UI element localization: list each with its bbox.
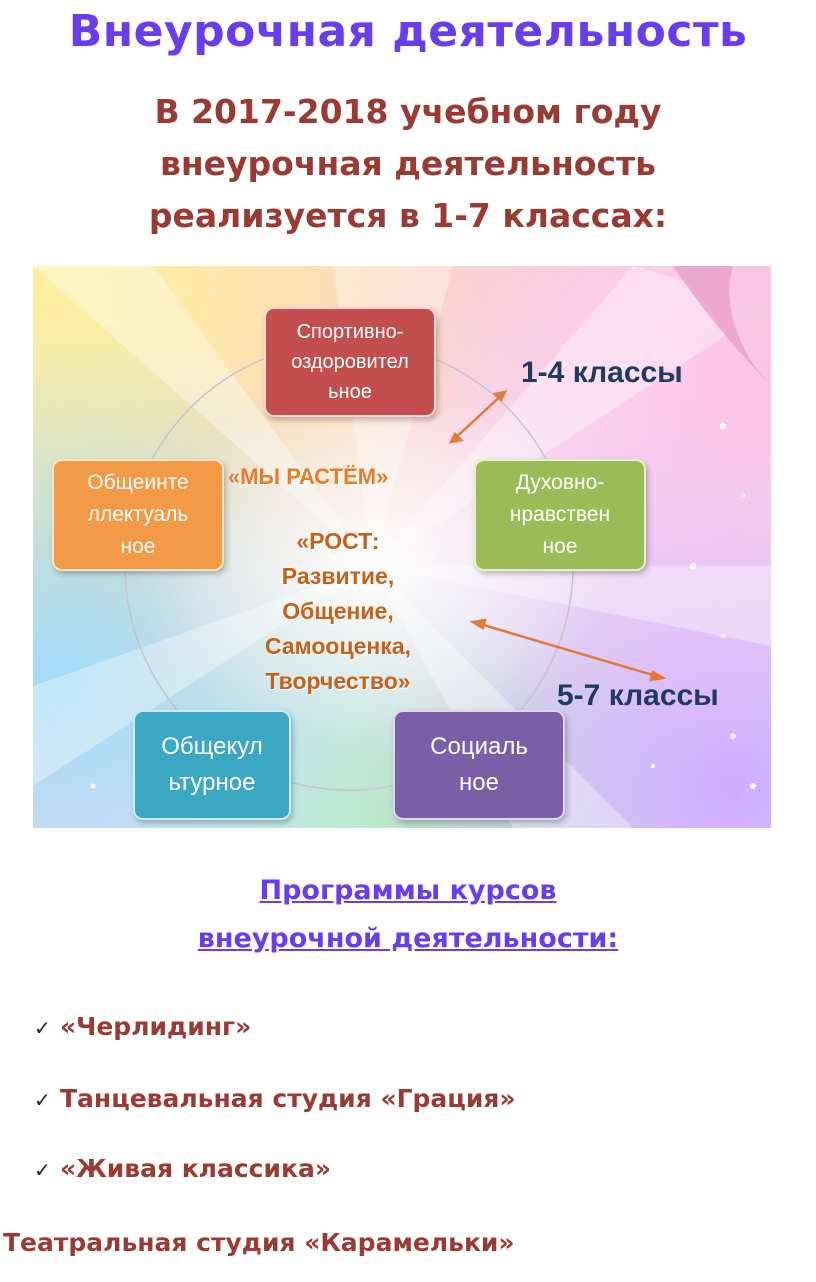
box-general-cultural: Общекул ьтурное bbox=[133, 710, 291, 820]
motto-label: «МЫ РАСТЁМ» bbox=[228, 464, 389, 489]
checkmark-icon: ✓ bbox=[34, 1158, 51, 1182]
grades-5-7-label: 5-7 классы bbox=[557, 679, 719, 712]
checkmark-icon: ✓ bbox=[34, 1088, 51, 1112]
growth-line: Общение, bbox=[282, 598, 394, 624]
program-item-extra: Театральная студия «Карамельки» bbox=[3, 1228, 515, 1257]
page-title: Внеурочная деятельность bbox=[68, 6, 748, 57]
programs-heading-line[interactable]: внеурочной деятельности: bbox=[197, 923, 619, 954]
box-sport-health: Спортивно- оздоровител ьное bbox=[264, 307, 436, 417]
activities-diagram: Спортивно- оздоровител ьное Общеинте лле… bbox=[33, 266, 771, 828]
grades-1-4-label: 1-4 классы bbox=[521, 356, 683, 389]
growth-text: «РОСТ: Развитие, Общение, Самооценка, Тв… bbox=[238, 524, 438, 699]
program-item-label: «Живая классика» bbox=[60, 1154, 332, 1183]
growth-line: Творчество» bbox=[265, 668, 411, 694]
growth-line: Самооценка, bbox=[264, 633, 411, 659]
page-subtitle: В 2017-2018 учебном году внеурочная деят… bbox=[40, 86, 776, 242]
program-item-label: «Черлидинг» bbox=[60, 1012, 252, 1041]
programs-heading[interactable]: Программы курсов внеурочной деятельности… bbox=[0, 867, 816, 963]
checkmark-icon: ✓ bbox=[34, 1016, 51, 1040]
programs-heading-line[interactable]: Программы курсов bbox=[259, 875, 557, 906]
diagram-background bbox=[33, 266, 771, 828]
subtitle-line: внеурочная деятельность bbox=[159, 144, 657, 183]
box-general-intellectual: Общеинте ллектуаль ное bbox=[52, 459, 224, 571]
box-spiritual-moral: Духовно- нравствен ное bbox=[474, 459, 646, 571]
growth-line: Развитие, bbox=[281, 563, 395, 589]
subtitle-line: реализуется в 1-7 классах: bbox=[148, 196, 668, 235]
arrow-grades-5-7 bbox=[469, 618, 667, 682]
arrow-grades-1-4 bbox=[448, 390, 508, 444]
program-item-label: Танцевальная студия «Грация» bbox=[60, 1084, 516, 1113]
program-item: ✓ «Черлидинг» bbox=[34, 1012, 251, 1041]
subtitle-line: В 2017-2018 учебном году bbox=[154, 92, 662, 131]
sparkles bbox=[71, 423, 756, 789]
growth-line: «РОСТ: bbox=[296, 528, 380, 554]
program-item: ✓ Танцевальная студия «Грация» bbox=[34, 1084, 516, 1113]
box-social: Социаль ное bbox=[393, 710, 565, 820]
program-item: ✓ «Живая классика» bbox=[34, 1154, 331, 1183]
